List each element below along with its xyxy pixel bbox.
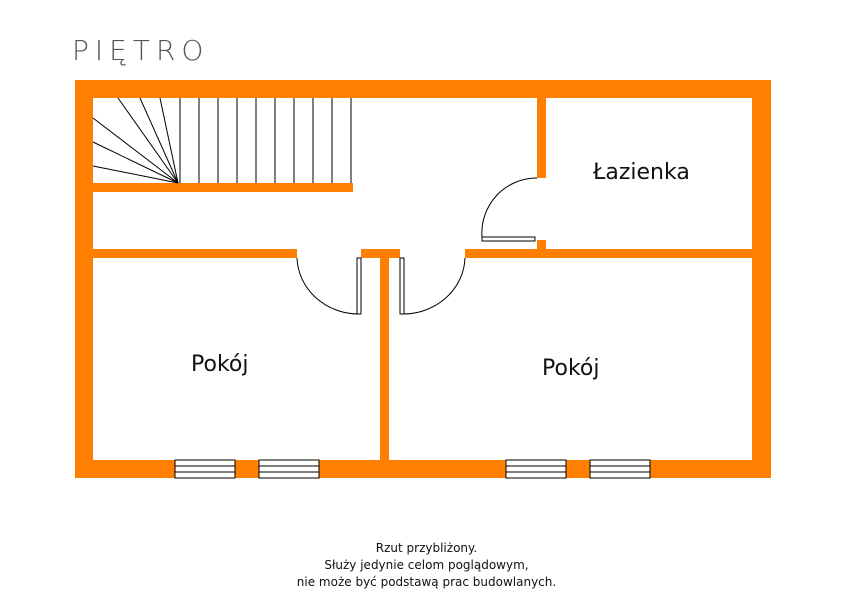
door-bathroom: [481, 177, 538, 242]
door-bedroom-right: [399, 257, 466, 315]
room-label-bedroom-left: Pokój: [191, 352, 249, 377]
note-line: Rzut przybliżony.: [375, 541, 478, 555]
floor-title: PIĘTRO: [72, 34, 210, 67]
window-1: [174, 459, 236, 479]
doors: [296, 177, 538, 315]
note-line: Służy jedynie celom poglądowym,: [324, 558, 529, 572]
staircase: [92, 97, 352, 184]
window-3: [505, 459, 567, 479]
wall-corridor-left: [93, 249, 297, 258]
wall-partition-bedrooms: [380, 258, 389, 460]
note-line: nie może być podstawą prac budowlanych.: [296, 575, 557, 589]
window-2: [258, 459, 320, 479]
wall-left: [75, 80, 93, 478]
window-4: [589, 459, 651, 479]
wall-bathroom-lower: [537, 240, 546, 249]
wall-corridor-right: [465, 249, 752, 258]
wall-top: [75, 80, 771, 98]
room-label-bedroom-right: Pokój: [542, 356, 600, 381]
wall-corridor-mid: [361, 249, 400, 258]
walls: [75, 80, 771, 478]
stair-edge: [93, 183, 353, 192]
wall-right: [752, 80, 771, 478]
wall-bathroom-upper: [537, 98, 546, 178]
room-label-bathroom: Łazienka: [593, 160, 690, 185]
door-bedroom-left: [296, 257, 362, 315]
windows: [174, 459, 651, 479]
disclaimer-note: Rzut przybliżony. Służy jedynie celom po…: [0, 540, 853, 591]
